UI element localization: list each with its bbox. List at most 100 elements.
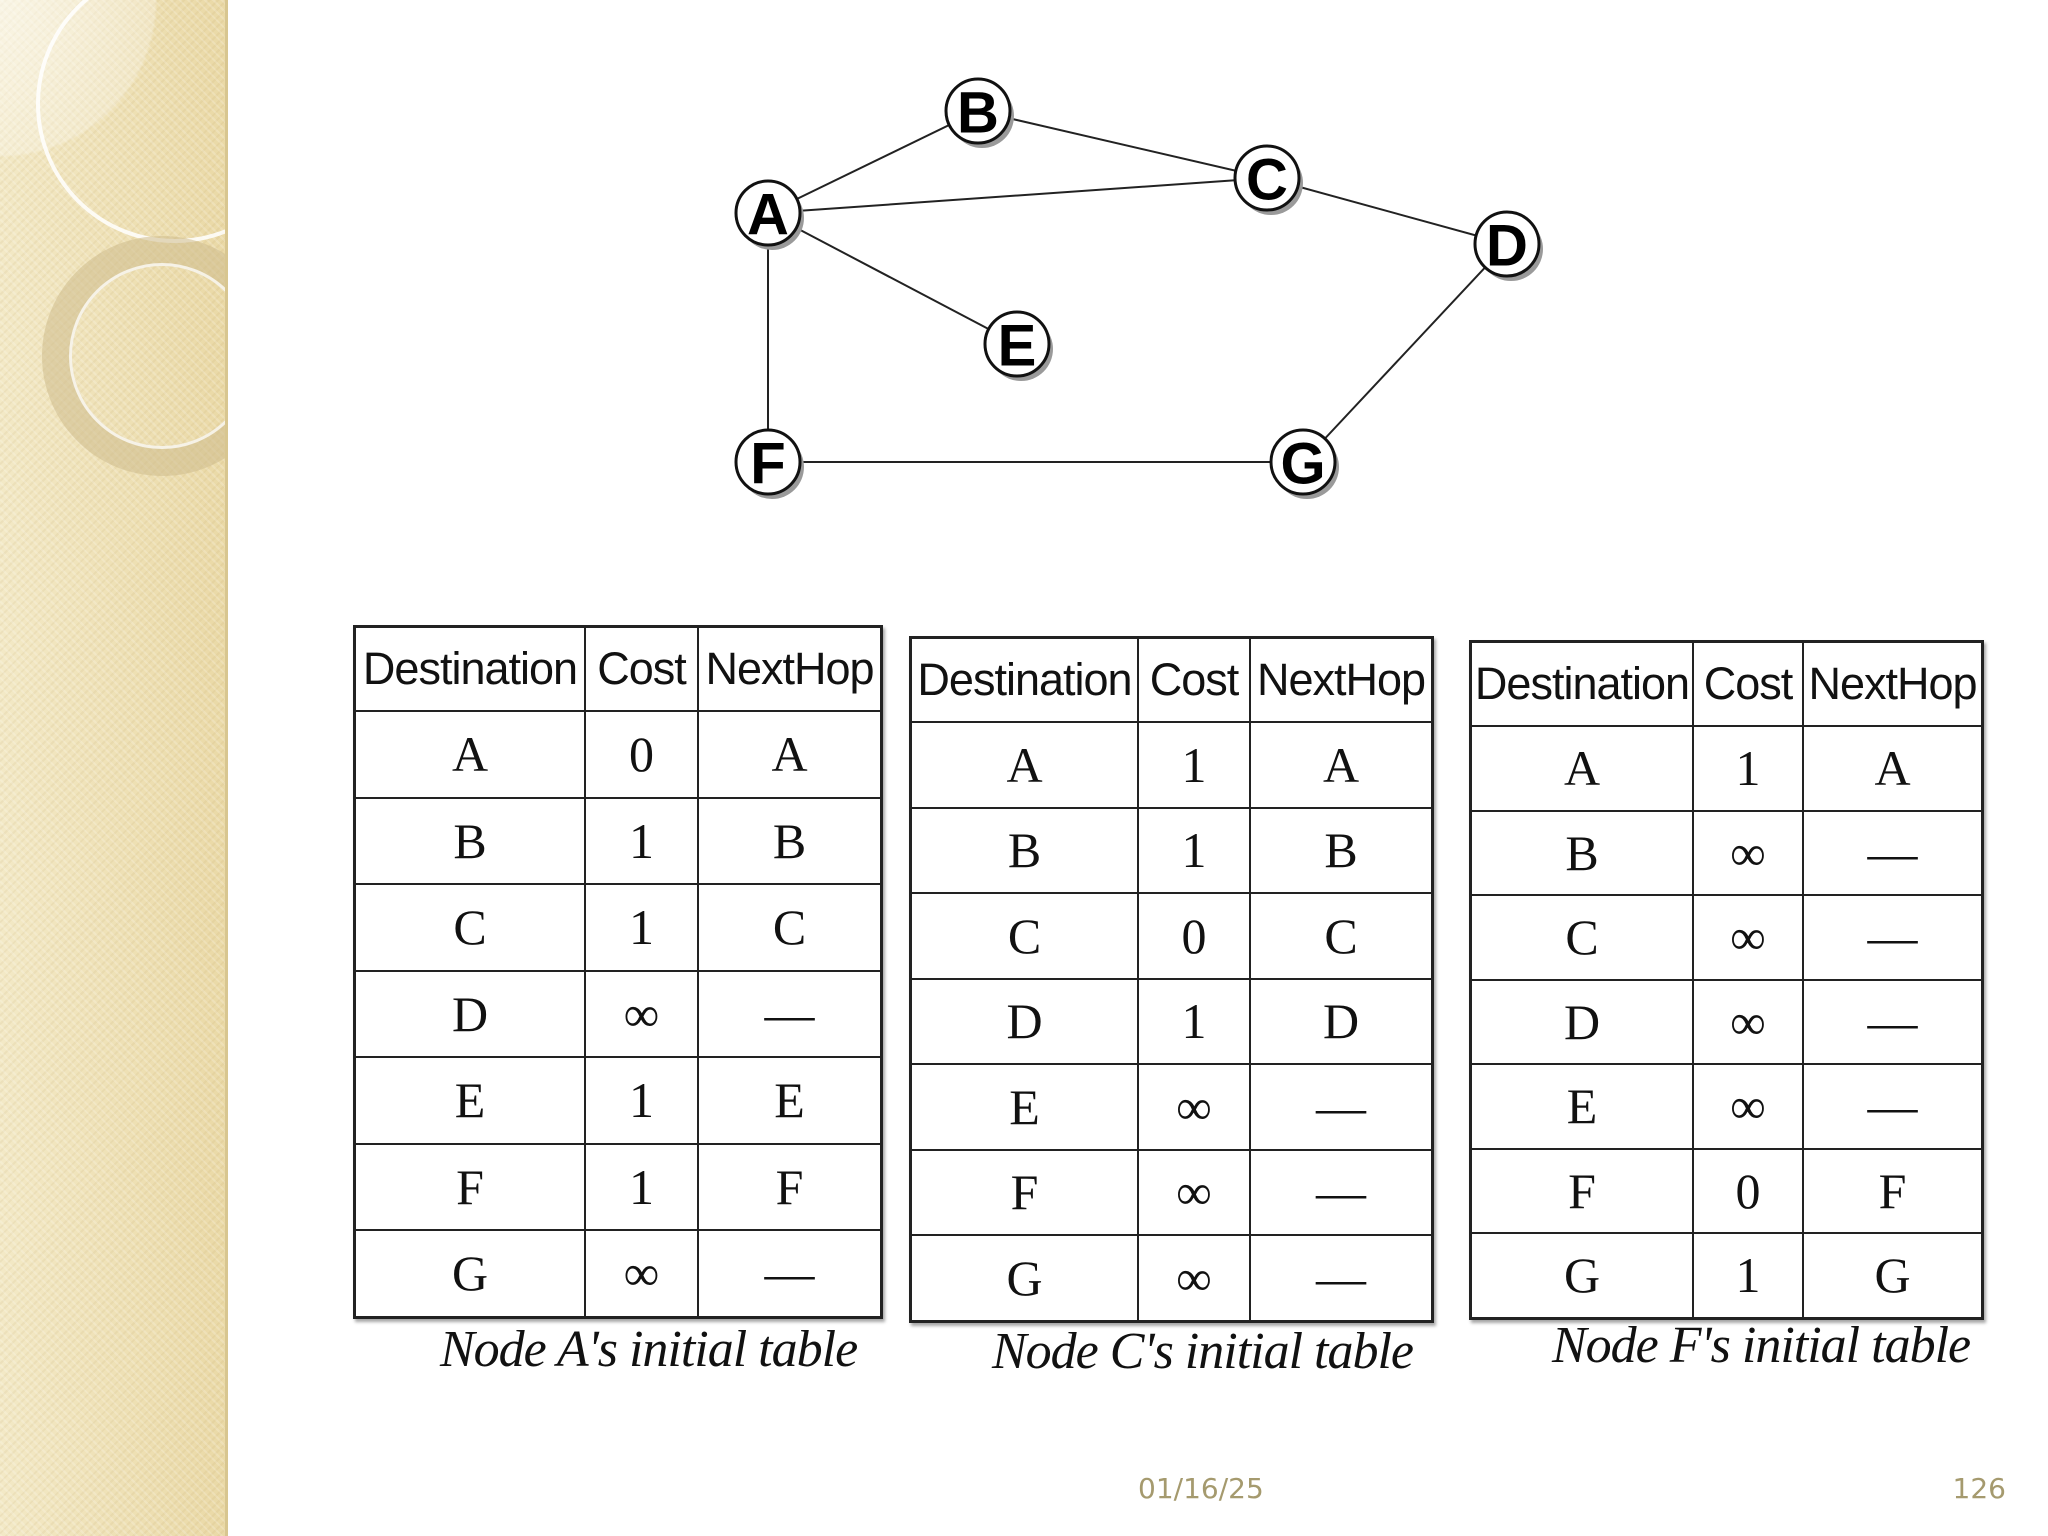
- cost-cell: 1: [584, 1142, 699, 1231]
- slide-page-number: 126: [1952, 1472, 2006, 1505]
- node-circle: [983, 310, 1051, 378]
- cost-cell: ∞: [1692, 809, 1804, 896]
- destination-cell: C: [909, 892, 1139, 980]
- destination-cell: B: [1469, 809, 1694, 896]
- destination-cell: D: [1469, 978, 1694, 1065]
- node-label: B: [957, 81, 999, 146]
- node-label: F: [750, 432, 785, 497]
- nexthop-cell: —: [697, 969, 883, 1058]
- decorative-sidebar: [0, 0, 228, 1536]
- graph-edge-a-b: [767, 110, 979, 214]
- nexthop-cell: —: [1802, 978, 1984, 1065]
- table-caption: Node F's initial table: [1552, 1317, 1971, 1374]
- cost-cell: 1: [584, 1056, 699, 1145]
- destination-cell: C: [1469, 894, 1694, 981]
- node-circle: [734, 428, 802, 496]
- table-row: G∞—: [353, 1229, 883, 1318]
- node-circle: [1233, 144, 1301, 212]
- graph-node-f: F: [734, 428, 804, 499]
- nexthop-cell: —: [1249, 1234, 1434, 1322]
- node-label: C: [1246, 148, 1288, 213]
- cost-cell: 1: [584, 796, 699, 885]
- nexthop-cell: G: [1802, 1232, 1984, 1319]
- column-header: Cost: [1137, 636, 1251, 723]
- cost-cell: 1: [1137, 977, 1251, 1065]
- destination-cell: A: [353, 710, 586, 799]
- table-row: D∞—: [353, 969, 883, 1058]
- graph-edge-b-c: [977, 110, 1268, 179]
- table-row: F∞—: [909, 1148, 1434, 1236]
- graph-edge-a-c: [767, 177, 1268, 214]
- graph-node-b: B: [944, 77, 1014, 148]
- graph-node-c: C: [1233, 144, 1303, 215]
- graph-nodes: A B C D E F G: [734, 77, 1543, 499]
- nexthop-cell: B: [697, 796, 883, 885]
- table-row: B∞—: [1469, 809, 1984, 896]
- cost-cell: 1: [584, 883, 699, 972]
- destination-cell: F: [1469, 1147, 1694, 1234]
- nexthop-cell: —: [1802, 1063, 1984, 1150]
- nexthop-cell: —: [1249, 1148, 1434, 1236]
- destination-cell: G: [1469, 1232, 1694, 1319]
- table-caption: Node C's initial table: [992, 1323, 1414, 1380]
- nexthop-cell: —: [1802, 894, 1984, 981]
- cost-cell: ∞: [584, 1229, 699, 1318]
- cost-cell: ∞: [1137, 1234, 1251, 1322]
- destination-cell: B: [909, 806, 1139, 894]
- table-caption: Node A's initial table: [440, 1321, 858, 1378]
- nexthop-cell: —: [697, 1229, 883, 1318]
- column-header: Destination: [1469, 640, 1694, 727]
- destination-cell: B: [353, 796, 586, 885]
- nexthop-cell: —: [1802, 809, 1984, 896]
- node-circle: [944, 77, 1012, 145]
- graph-node-e: E: [983, 310, 1053, 381]
- graph-edge-a-e: [767, 212, 1018, 345]
- table-row: E∞—: [909, 1063, 1434, 1151]
- graph-node-d: D: [1473, 210, 1543, 281]
- nexthop-cell: C: [1249, 892, 1434, 980]
- cost-cell: ∞: [1692, 894, 1804, 981]
- graph-node-g: G: [1269, 428, 1339, 499]
- nexthop-cell: B: [1249, 806, 1434, 894]
- destination-cell: E: [909, 1063, 1139, 1151]
- nexthop-cell: —: [1249, 1063, 1434, 1151]
- node-circle: [1269, 428, 1337, 496]
- table-row: C∞—: [1469, 894, 1984, 981]
- nexthop-cell: A: [1249, 721, 1434, 809]
- cost-cell: ∞: [584, 969, 699, 1058]
- graph-edges: [767, 110, 1508, 463]
- nexthop-cell: A: [697, 710, 883, 799]
- node-label: G: [1280, 432, 1325, 497]
- destination-cell: A: [1469, 725, 1694, 812]
- table-row: G∞—: [909, 1234, 1434, 1322]
- cost-cell: ∞: [1137, 1063, 1251, 1151]
- destination-cell: A: [909, 721, 1139, 809]
- cost-cell: 1: [1137, 806, 1251, 894]
- cost-cell: ∞: [1692, 978, 1804, 1065]
- node-label: D: [1486, 214, 1528, 279]
- destination-cell: C: [353, 883, 586, 972]
- nexthop-cell: D: [1249, 977, 1434, 1065]
- cost-cell: 0: [1137, 892, 1251, 980]
- destination-cell: D: [353, 969, 586, 1058]
- destination-cell: G: [909, 1234, 1139, 1322]
- slide-date: 01/16/25: [1138, 1472, 1264, 1505]
- node-circle: [734, 179, 802, 247]
- destination-cell: E: [353, 1056, 586, 1145]
- destination-cell: G: [353, 1229, 586, 1318]
- cost-cell: ∞: [1137, 1148, 1251, 1236]
- node-label: A: [747, 183, 789, 248]
- graph-node-a: A: [734, 179, 804, 250]
- table-row: D∞—: [1469, 978, 1984, 1065]
- column-header: NextHop: [1249, 636, 1434, 723]
- cost-cell: 0: [584, 710, 699, 799]
